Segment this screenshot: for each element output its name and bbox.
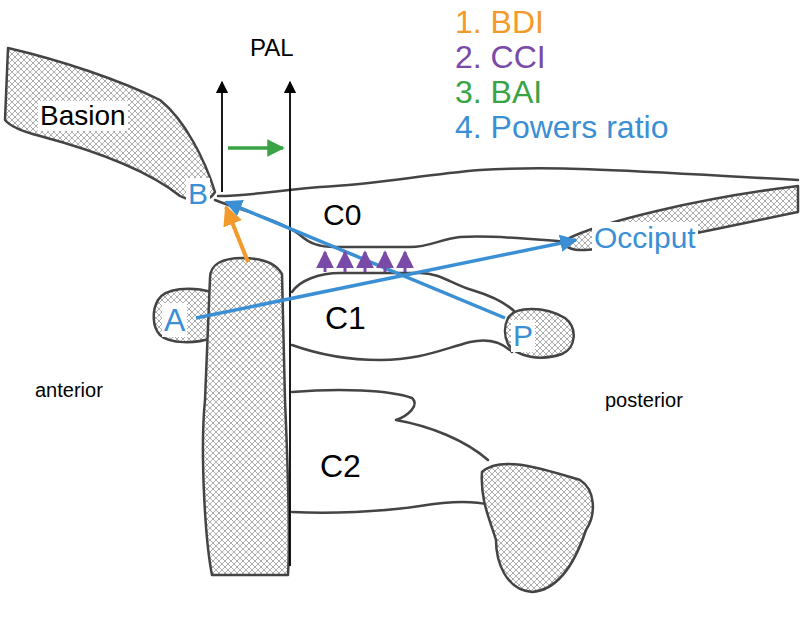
powers-ao-line [196,240,576,318]
point-name: B [186,178,210,210]
bai-arrow [228,146,283,150]
point-name: P [511,320,535,352]
measure-key: 2. CCI [455,41,546,73]
clivus-bone [5,48,215,201]
point-name: Occiput [592,222,698,254]
direction-label: posterior [605,390,683,410]
pal-line [289,82,291,566]
c0-top-outline [218,168,798,196]
c0-bottom-outline [215,200,568,247]
bone-name: Basion [38,101,128,131]
measure-key: 1. BDI [455,6,544,38]
cci-arrows [325,252,405,272]
bdi-arrow [226,207,248,262]
vertebra-name: C1 [325,302,366,334]
basion-vertical-line [221,82,223,192]
c1-bottom-outline [292,340,512,360]
vertebra-name: C2 [320,450,361,482]
direction-label: anterior [35,380,103,400]
c2-spinous-process [482,464,593,592]
dens-c2-body [203,258,289,575]
line-name: PAL [250,36,294,60]
powers-bp-line [226,202,505,318]
measure-key: 3. BAI [455,76,542,108]
vertebra-name: C0 [323,200,361,230]
c1-posterior-arch [505,309,574,358]
c2-lower-outline [292,502,490,513]
measure-key: 4. Powers ratio [455,111,668,143]
point-name: A [162,303,187,337]
